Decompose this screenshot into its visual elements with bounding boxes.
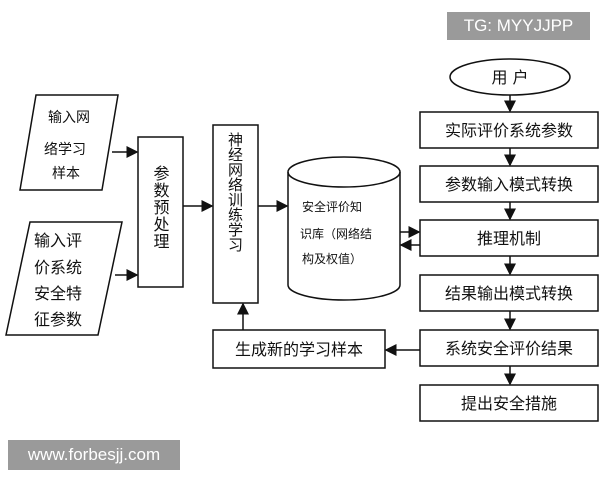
output-conversion-label: 结果输出模式转换 bbox=[445, 284, 573, 303]
input-samples-label: 输入网 络学习 样本 bbox=[44, 110, 94, 182]
input-conversion-label: 参数输入模式转换 bbox=[445, 175, 573, 194]
new-samples-label: 生成新的学习样本 bbox=[235, 340, 363, 359]
input-features-shape bbox=[5, 221, 123, 336]
input-features-label: 输入评 价系统 安全特 征参数 bbox=[34, 231, 87, 329]
preprocess-label: 参数预处理 bbox=[151, 165, 170, 250]
result-label: 系统安全评价结果 bbox=[445, 339, 573, 358]
actual-params-label: 实际评价系统参数 bbox=[445, 121, 573, 140]
nn-training-box bbox=[212, 124, 259, 304]
nn-training-label: 神经网络训练学习 bbox=[226, 132, 244, 253]
knowledge-base-label: 安全评价知 识库（网络结 构及权值） bbox=[300, 199, 376, 266]
input-samples-shape bbox=[19, 94, 119, 191]
user-label: 用 户 bbox=[491, 68, 528, 87]
measures-label: 提出安全措施 bbox=[461, 394, 557, 413]
inference-label: 推理机制 bbox=[477, 229, 541, 248]
watermark-bottom: www.forbesjj.com bbox=[8, 440, 180, 470]
knowledge-base-cylinder bbox=[287, 156, 401, 301]
watermark-top: TG: MYYJJPP bbox=[447, 12, 590, 40]
preprocess-box bbox=[137, 136, 184, 288]
